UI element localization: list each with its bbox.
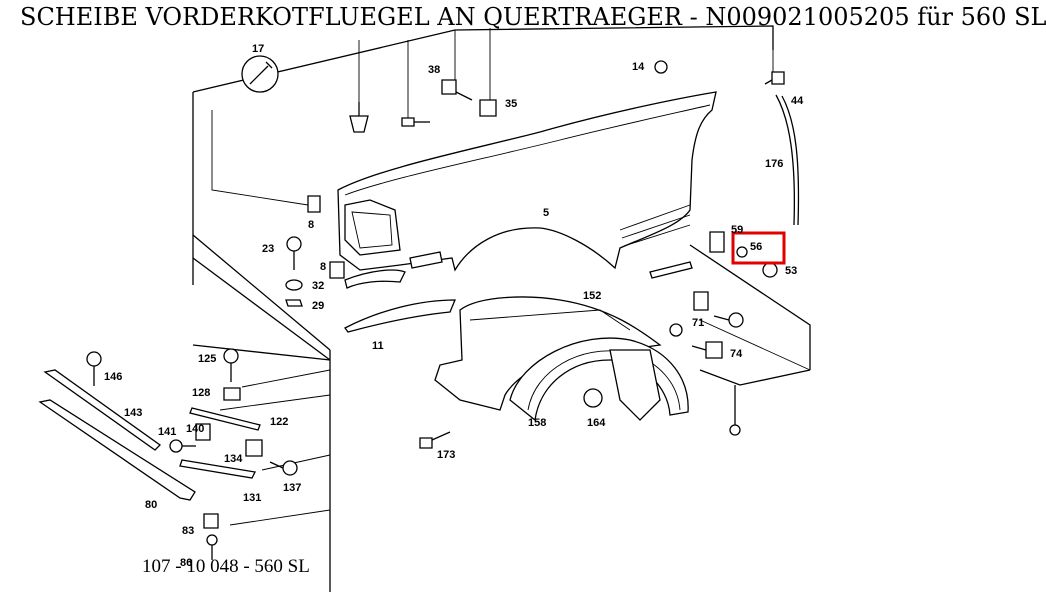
label-152: 152 (583, 290, 601, 302)
label-44: 44 (791, 95, 804, 107)
label-32: 32 (312, 280, 324, 292)
label-122: 122 (270, 416, 288, 428)
label-14: 14 (632, 61, 645, 73)
part-labels: 17 38 35 14 44 176 5 8 8 23 32 29 59 56 … (104, 43, 804, 569)
label-128: 128 (192, 387, 210, 399)
label-176: 176 (765, 158, 783, 170)
label-8-upper: 8 (308, 219, 314, 231)
label-173: 173 (437, 449, 455, 461)
front-fender-part (337, 91, 717, 279)
leader-lines (211, 28, 774, 206)
label-164: 164 (587, 417, 606, 429)
label-23: 23 (262, 243, 274, 255)
label-158: 158 (528, 417, 546, 429)
label-125: 125 (198, 353, 216, 365)
label-131: 131 (243, 492, 261, 504)
wheel-housing-part (434, 296, 689, 422)
label-35: 35 (505, 98, 517, 110)
model-footer: 107 - 10 048 - 560 SL (142, 556, 310, 577)
label-5: 5 (543, 207, 549, 219)
label-80: 80 (145, 499, 157, 511)
label-59: 59 (731, 224, 743, 236)
label-140: 140 (186, 423, 204, 435)
wrench-icon (241, 55, 279, 93)
page-title: SCHEIBE VORDERKOTFLUEGEL AN QUERTRAEGER … (20, 3, 1046, 31)
label-8-lower: 8 (320, 261, 326, 273)
highlight-box (731, 231, 786, 265)
label-137: 137 (283, 482, 301, 494)
parts-diagram: 17 38 35 14 44 176 5 8 8 23 32 29 59 56 … (38, 25, 811, 592)
label-143: 143 (124, 407, 142, 419)
label-38: 38 (428, 64, 440, 76)
fasteners (86, 60, 800, 560)
label-11: 11 (372, 340, 384, 352)
label-74: 74 (730, 348, 743, 360)
label-53: 53 (785, 265, 797, 277)
label-141: 141 (158, 426, 176, 438)
label-29: 29 (312, 300, 324, 312)
label-17: 17 (252, 43, 264, 55)
label-146: 146 (104, 371, 122, 383)
label-134: 134 (224, 453, 243, 465)
panel-outlines (192, 25, 811, 592)
label-83: 83 (182, 525, 194, 537)
label-56: 56 (750, 241, 762, 253)
label-71: 71 (692, 317, 704, 329)
label-86: 86 (180, 557, 192, 569)
lower-trim-parts (38, 269, 456, 501)
